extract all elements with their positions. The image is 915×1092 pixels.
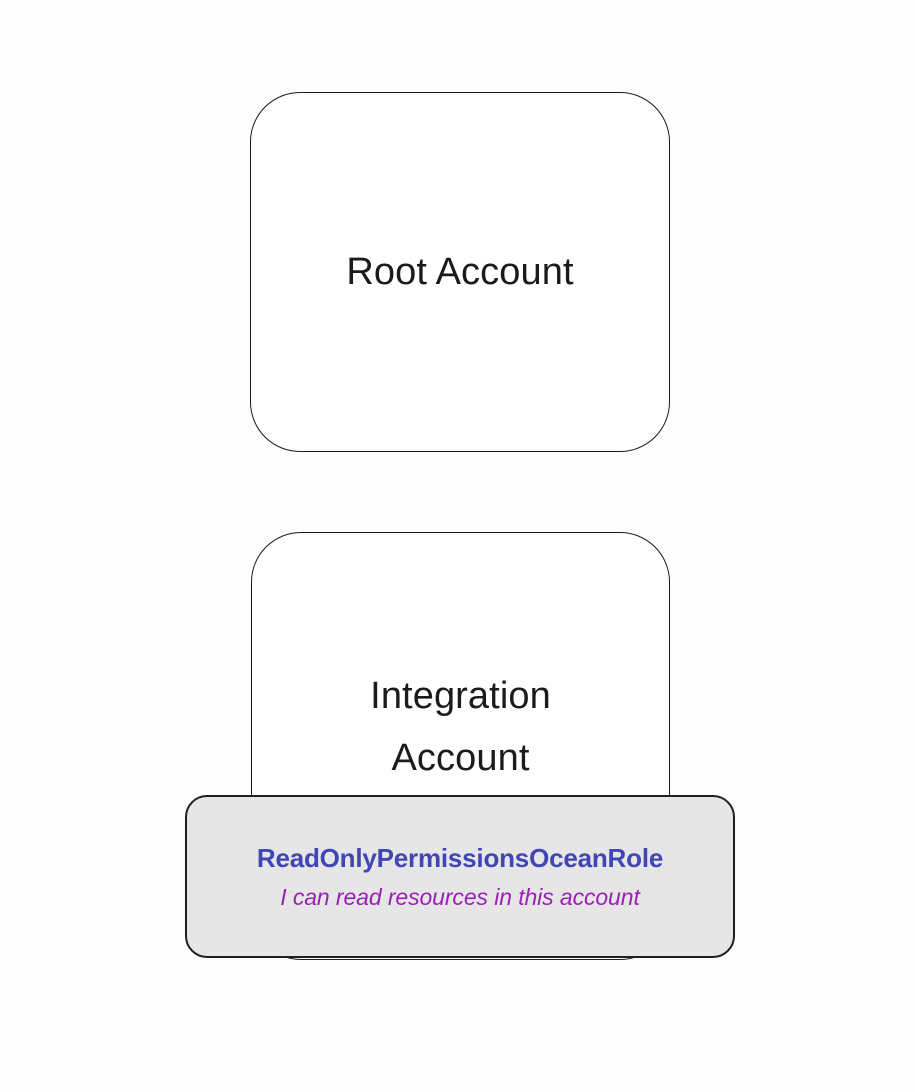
integration-account-label: Integration Account: [370, 675, 551, 779]
root-account-label: Root Account: [346, 251, 574, 293]
role-description-label: I can read resources in this account: [280, 883, 640, 910]
role-name-label: ReadOnlyPermissionsOceanRole: [256, 842, 664, 873]
root-account-node[interactable]: Root Account: [250, 92, 670, 452]
read-only-role-card[interactable]: ReadOnlyPermissionsOceanRole I can read …: [185, 795, 735, 958]
